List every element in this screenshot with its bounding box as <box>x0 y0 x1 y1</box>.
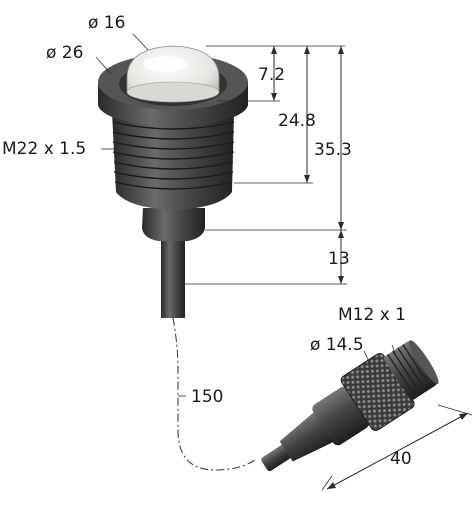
total-height-label: 35.3 <box>314 140 352 160</box>
bezel-diameter-label: ø 26 <box>46 43 83 63</box>
cable-length-label: 150 <box>191 387 223 407</box>
lens-ring <box>126 81 220 103</box>
connector-face <box>409 340 439 385</box>
lens-highlight <box>143 56 187 72</box>
connector-diameter-label: ø 14.5 <box>310 335 364 355</box>
threaded-body <box>112 112 234 210</box>
lens-diameter-label: ø 16 <box>88 13 125 33</box>
connector-thread <box>383 341 437 401</box>
cable-line <box>172 317 256 471</box>
strain-relief <box>142 208 205 241</box>
lens-height-label: 7.2 <box>258 65 285 85</box>
thread-lines <box>112 121 235 190</box>
strain-relief-label: 13 <box>328 249 350 269</box>
m12-connector <box>261 340 439 472</box>
dimension-lines <box>95 33 473 491</box>
connector-thread-label: M12 x 1 <box>338 305 406 325</box>
body-height-label: 24.8 <box>278 111 316 131</box>
connector-cable <box>261 443 293 472</box>
thread-label: M22 x 1.5 <box>2 139 86 159</box>
indicator-light <box>98 45 248 318</box>
connector-length-label: 40 <box>390 449 412 469</box>
cable-stub <box>161 238 185 318</box>
